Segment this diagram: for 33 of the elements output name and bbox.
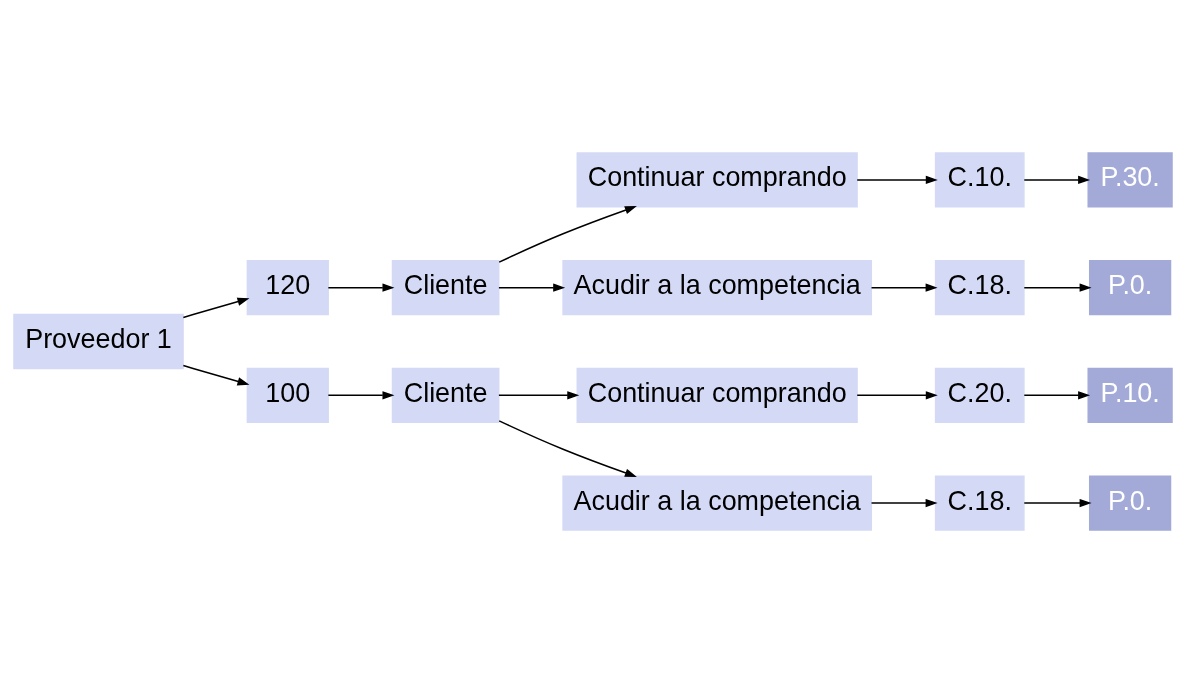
arrow [327,282,395,292]
node-box: C.10. [934,151,1025,208]
node-box: Continuar comprando [576,151,858,208]
arrow [1023,390,1091,400]
arrow [182,297,250,318]
node-box: C.20. [934,367,1025,423]
node-box: Continuar comprando [576,367,858,423]
node-box: P.10. [1087,367,1173,423]
node-box: C.18. [934,474,1025,531]
arrow [498,205,637,263]
arrow [856,175,938,184]
arrow [870,282,938,292]
arrow [498,419,637,477]
arrow [856,390,938,400]
node-box: Cliente [391,367,500,423]
arrow [182,364,250,385]
node-box: Proveedor 1 [13,313,184,369]
node-box: 100 [246,367,329,423]
arrow [1023,282,1092,292]
node-box: P.30. [1087,151,1173,208]
arrow [1023,175,1091,184]
node-box: P.0. [1088,474,1172,531]
node-box: Acudir a la competencia [562,259,873,315]
node-box: Cliente [391,259,500,315]
arrow [1023,498,1092,507]
arrow [498,282,566,292]
node-box: Acudir a la competencia [562,474,873,531]
arrow [870,498,938,507]
arrow [498,390,580,400]
node-box: 120 [246,259,329,315]
arrow [327,390,395,400]
node-box: C.18. [934,259,1025,315]
node-box: P.0. [1088,259,1172,315]
